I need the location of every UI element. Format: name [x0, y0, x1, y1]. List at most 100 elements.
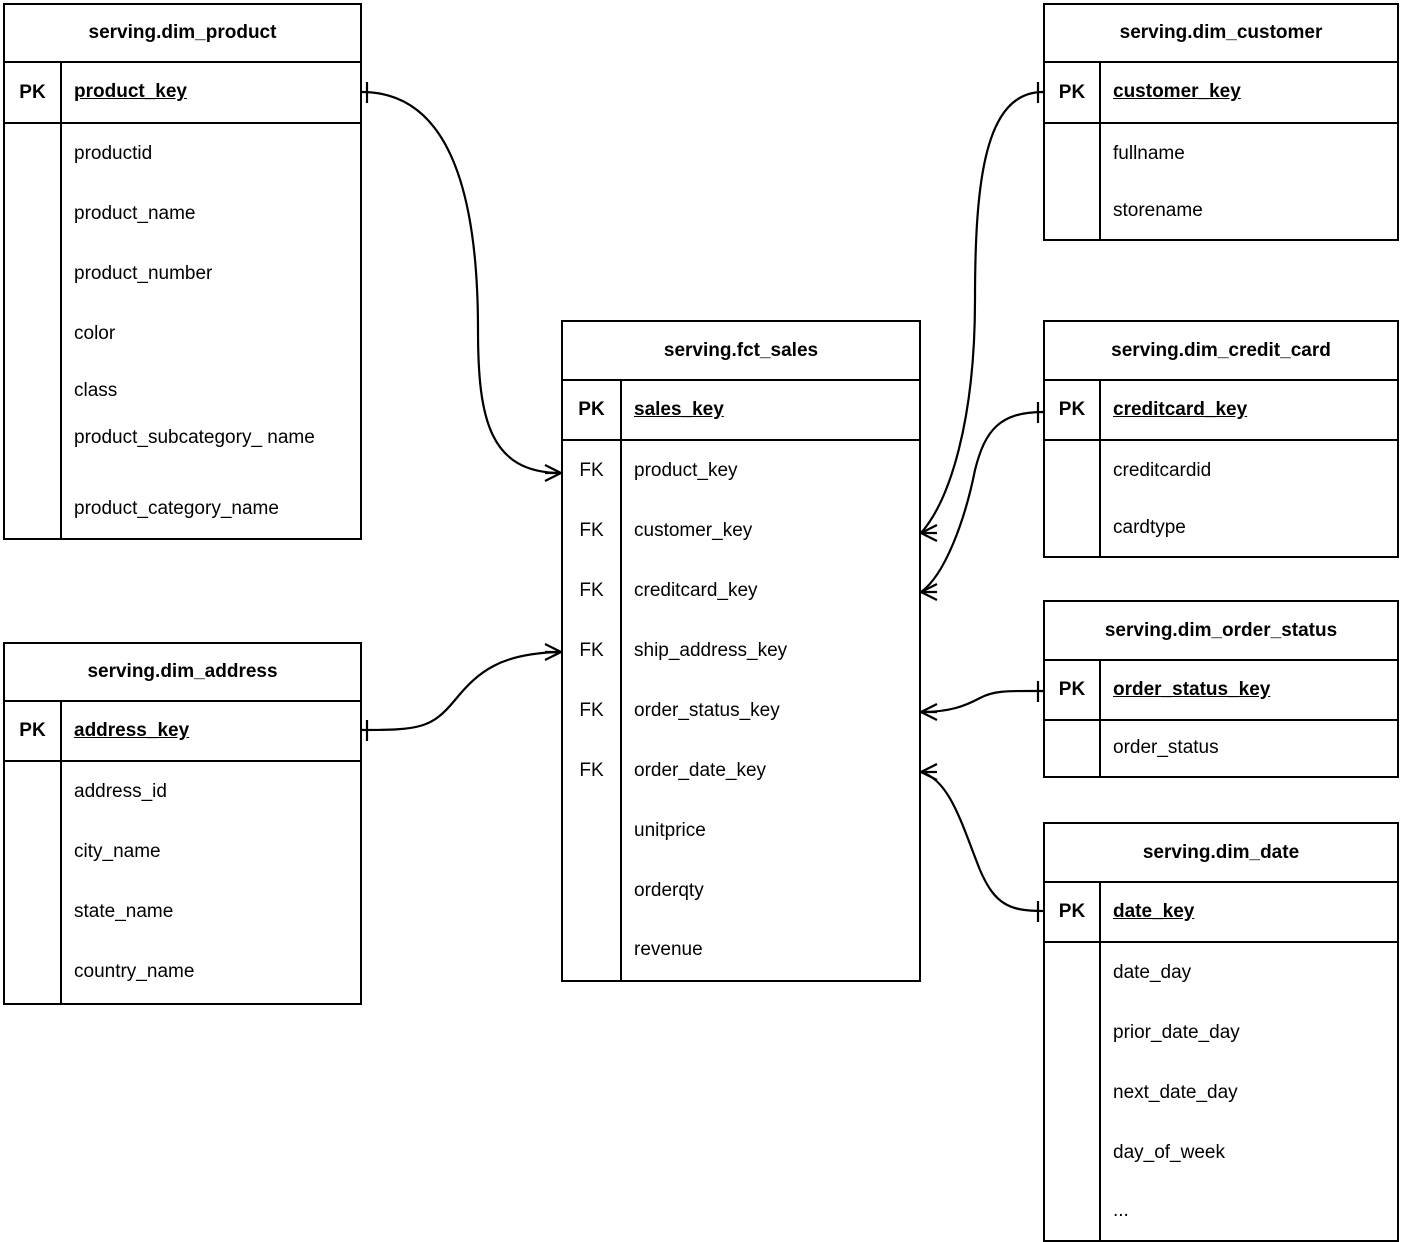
- link-line-date: [920, 770, 1044, 913]
- table-dim-address[interactable]: serving.dim_address PK address_key addre…: [3, 642, 362, 1005]
- field-order-status[interactable]: order_status: [1113, 737, 1219, 759]
- table-row[interactable]: FK creditcard_key: [563, 561, 919, 621]
- field-creditcardid[interactable]: creditcardid: [1113, 459, 1212, 481]
- table-row[interactable]: product_subcategory_ name: [5, 419, 360, 481]
- field-product-subcategory-name[interactable]: product_subcategory_ name: [74, 427, 315, 448]
- field-customer-key[interactable]: customer_key: [1113, 81, 1241, 103]
- table-row[interactable]: product_name: [5, 184, 360, 244]
- field-ship-address-key[interactable]: ship_address_key: [634, 639, 788, 661]
- field-next-date-day[interactable]: next_date_day: [1113, 1081, 1238, 1103]
- field-product-number[interactable]: product_number: [74, 262, 213, 284]
- table-row[interactable]: FK customer_key: [563, 501, 919, 561]
- link-line-creditcard: [920, 410, 1044, 593]
- table-fct-sales[interactable]: serving.fct_sales PK sales_key FK produc…: [561, 320, 921, 982]
- table-row[interactable]: date_day: [1045, 943, 1397, 1003]
- table-row[interactable]: unitprice: [563, 801, 919, 861]
- field-date-day[interactable]: date_day: [1113, 961, 1192, 983]
- field-address-id[interactable]: address_id: [74, 780, 167, 802]
- table-row[interactable]: state_name: [5, 882, 360, 942]
- table-row[interactable]: FK product_key: [563, 441, 919, 501]
- link-line-orderstatus: [920, 689, 1044, 714]
- table-dim-product[interactable]: serving.dim_product PK product_key produ…: [3, 3, 362, 540]
- pk-badge: PK: [1045, 883, 1101, 941]
- field-revenue[interactable]: revenue: [634, 939, 703, 961]
- field-ellipsis[interactable]: ...: [1113, 1200, 1129, 1222]
- field-class[interactable]: class: [74, 380, 118, 402]
- table-row[interactable]: city_name: [5, 822, 360, 882]
- key-badge-empty: [1045, 441, 1101, 501]
- field-order-status-key[interactable]: order_status_key: [634, 699, 780, 721]
- table-rows-dim-credit-card: PK creditcard_key creditcardid cardtype: [1045, 381, 1397, 556]
- key-badge-empty: [563, 861, 622, 921]
- table-row[interactable]: PK order_status_key: [1045, 661, 1397, 721]
- crowsfoot-customer: [920, 524, 938, 542]
- field-product-key[interactable]: product_key: [74, 81, 187, 103]
- field-state-name[interactable]: state_name: [74, 900, 174, 922]
- table-dim-order-status[interactable]: serving.dim_order_status PK order_status…: [1043, 600, 1399, 778]
- field-sales-key[interactable]: sales_key: [634, 398, 724, 420]
- field-fullname[interactable]: fullname: [1113, 142, 1185, 164]
- table-row[interactable]: ...: [1045, 1183, 1397, 1240]
- table-row[interactable]: day_of_week: [1045, 1123, 1397, 1183]
- table-row[interactable]: orderqty: [563, 861, 919, 921]
- table-dim-credit-card[interactable]: serving.dim_credit_card PK creditcard_ke…: [1043, 320, 1399, 558]
- link-line-product: [361, 90, 562, 475]
- table-row[interactable]: order_status: [1045, 721, 1397, 776]
- table-row[interactable]: class: [5, 364, 360, 419]
- key-badge-empty: [5, 942, 62, 1003]
- table-dim-customer[interactable]: serving.dim_customer PK customer_key ful…: [1043, 3, 1399, 241]
- table-row[interactable]: creditcardid: [1045, 441, 1397, 501]
- field-storename[interactable]: storename: [1113, 200, 1203, 222]
- table-row[interactable]: product_number: [5, 244, 360, 304]
- table-row[interactable]: PK date_key: [1045, 883, 1397, 943]
- table-row[interactable]: PK creditcard_key: [1045, 381, 1397, 441]
- table-row[interactable]: cardtype: [1045, 501, 1397, 556]
- fk-badge: FK: [563, 441, 622, 501]
- table-row[interactable]: prior_date_day: [1045, 1003, 1397, 1063]
- field-date-key[interactable]: date_key: [1113, 900, 1195, 922]
- field-unitprice[interactable]: unitprice: [634, 819, 706, 841]
- key-badge-empty: [1045, 1183, 1101, 1240]
- field-order-status-key[interactable]: order_status_key: [1113, 678, 1271, 700]
- table-row[interactable]: revenue: [563, 921, 919, 980]
- table-row[interactable]: FK ship_address_key: [563, 621, 919, 681]
- field-productid[interactable]: productid: [74, 142, 153, 164]
- table-row[interactable]: PK customer_key: [1045, 63, 1397, 124]
- key-badge-empty: [1045, 943, 1101, 1003]
- field-cardtype[interactable]: cardtype: [1113, 517, 1186, 539]
- fk-badge: FK: [563, 681, 622, 741]
- table-row[interactable]: address_id: [5, 762, 360, 822]
- table-row[interactable]: storename: [1045, 184, 1397, 239]
- field-order-date-key[interactable]: order_date_key: [634, 759, 767, 781]
- field-product-category-name[interactable]: product_category_name: [74, 498, 279, 520]
- table-row[interactable]: next_date_day: [1045, 1063, 1397, 1123]
- field-customer-key[interactable]: customer_key: [634, 519, 753, 541]
- field-creditcard-key[interactable]: creditcard_key: [1113, 398, 1248, 420]
- table-row[interactable]: PK address_key: [5, 702, 360, 762]
- key-badge-empty: [1045, 721, 1101, 776]
- table-row[interactable]: productid: [5, 124, 360, 184]
- field-product-key[interactable]: product_key: [634, 459, 738, 481]
- field-day-of-week[interactable]: day_of_week: [1113, 1141, 1225, 1163]
- field-prior-date-day[interactable]: prior_date_day: [1113, 1021, 1240, 1043]
- field-product-name[interactable]: product_name: [74, 202, 196, 224]
- table-row[interactable]: FK order_date_key: [563, 741, 919, 801]
- table-row[interactable]: PK sales_key: [563, 381, 919, 441]
- table-dim-date[interactable]: serving.dim_date PK date_key date_day pr…: [1043, 822, 1399, 1242]
- table-rows-fct-sales: PK sales_key FK product_key FK customer_…: [563, 381, 919, 980]
- table-row[interactable]: PK product_key: [5, 63, 360, 124]
- field-orderqty[interactable]: orderqty: [634, 879, 704, 901]
- table-rows-dim-order-status: PK order_status_key order_status: [1045, 661, 1397, 776]
- field-address-key[interactable]: address_key: [74, 719, 190, 741]
- field-creditcard-key[interactable]: creditcard_key: [634, 579, 758, 601]
- table-row[interactable]: country_name: [5, 942, 360, 1003]
- table-row[interactable]: FK order_status_key: [563, 681, 919, 741]
- key-badge-empty: [1045, 1003, 1101, 1063]
- table-row[interactable]: color: [5, 304, 360, 364]
- pk-badge: PK: [5, 63, 62, 122]
- field-country-name[interactable]: country_name: [74, 961, 195, 983]
- table-row[interactable]: product_category_name: [5, 481, 360, 538]
- table-row[interactable]: fullname: [1045, 124, 1397, 184]
- field-city-name[interactable]: city_name: [74, 840, 161, 862]
- field-color[interactable]: color: [74, 322, 116, 344]
